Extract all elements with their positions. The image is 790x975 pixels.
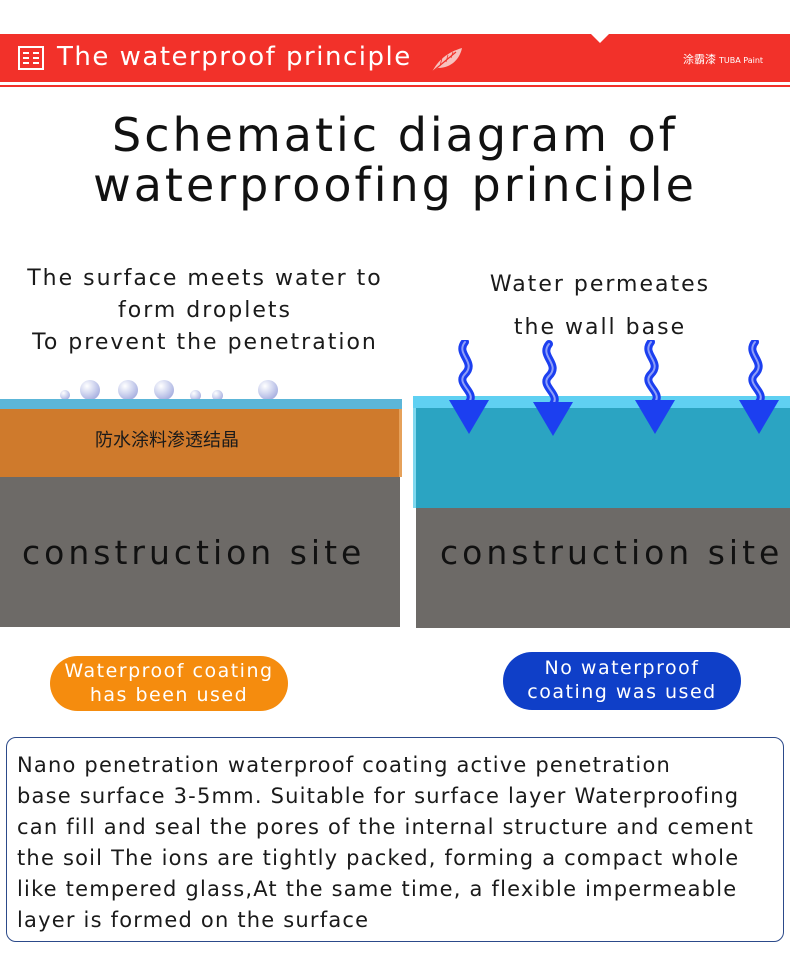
header-notch [591, 34, 609, 43]
left-caption-line-2: form droplets [118, 298, 292, 323]
page-title: Schematic diagram of waterproofing princ… [0, 110, 790, 210]
coating-label: 防水涂料渗透结晶 [95, 430, 239, 451]
water-arrow-icon [635, 340, 675, 434]
water-surface [413, 396, 790, 408]
right-caption-line-2: the wall base [513, 315, 687, 340]
description-box: Nano penetration waterproof coating acti… [6, 737, 784, 942]
list-icon [18, 46, 44, 70]
water-droplet [118, 380, 138, 400]
coating-used-line-2: has been used [89, 684, 249, 706]
page-title-line-2: waterproofing principle [93, 158, 697, 212]
water-droplet [190, 390, 201, 401]
left-caption-line-3: To prevent the penetration [32, 330, 378, 355]
no-coating-line-1: No waterproof [544, 657, 700, 679]
water-arrow-icon [739, 340, 779, 434]
water-arrows [449, 340, 779, 436]
waterproof-coating-layer [0, 409, 402, 477]
left-caption: The surface meets water to form droplets… [0, 263, 410, 359]
water-arrow-icon [533, 340, 573, 436]
header-underline [0, 85, 790, 87]
coating-used-badge: Waterproof coating has been used [50, 656, 288, 711]
description-text: Nano penetration waterproof coating acti… [17, 750, 775, 936]
water-droplet [80, 380, 100, 400]
section-title: The waterproof principle [57, 42, 412, 72]
header-bar [0, 34, 790, 82]
right-caption: Water permeates the wall base [410, 263, 790, 349]
page-title-line-1: Schematic diagram of [112, 108, 678, 162]
description-line: like tempered glass,At the same time, a … [17, 877, 738, 901]
right-site-label: construction site [440, 533, 784, 572]
no-coating-line-2: coating was used [527, 681, 717, 703]
coated-wall-diagram: 防水涂料渗透结晶 [0, 380, 402, 630]
no-coating-badge: No waterproof coating was used [503, 652, 741, 710]
description-line: layer is formed on the surface [17, 908, 370, 932]
water-droplet [258, 380, 278, 400]
water-droplet [60, 390, 70, 400]
right-caption-line-1: Water permeates [489, 272, 711, 297]
coating-used-line-1: Waterproof coating [64, 660, 274, 682]
ground-block [416, 508, 790, 628]
left-site-label: construction site [22, 533, 366, 572]
water-droplet [154, 380, 174, 400]
description-line: Nano penetration waterproof coating acti… [17, 753, 672, 777]
uncoated-wall-diagram [413, 396, 790, 628]
brand-cn: 涂霸漆 [683, 53, 716, 66]
brand-en: TUBA Paint [719, 56, 764, 65]
water-arrow-icon [449, 340, 489, 434]
water-droplet [212, 390, 223, 401]
surface-film [0, 399, 402, 409]
saturated-layer [413, 408, 790, 508]
description-line: base surface 3-5mm. Suitable for surface… [17, 784, 740, 808]
left-caption-line-1: The surface meets water to [27, 266, 383, 291]
description-line: can fill and seal the pores of the inter… [17, 815, 755, 839]
description-line: the soil The ions are tightly packed, fo… [17, 846, 740, 870]
leaf-icon [431, 48, 462, 73]
ground-block [0, 477, 400, 627]
